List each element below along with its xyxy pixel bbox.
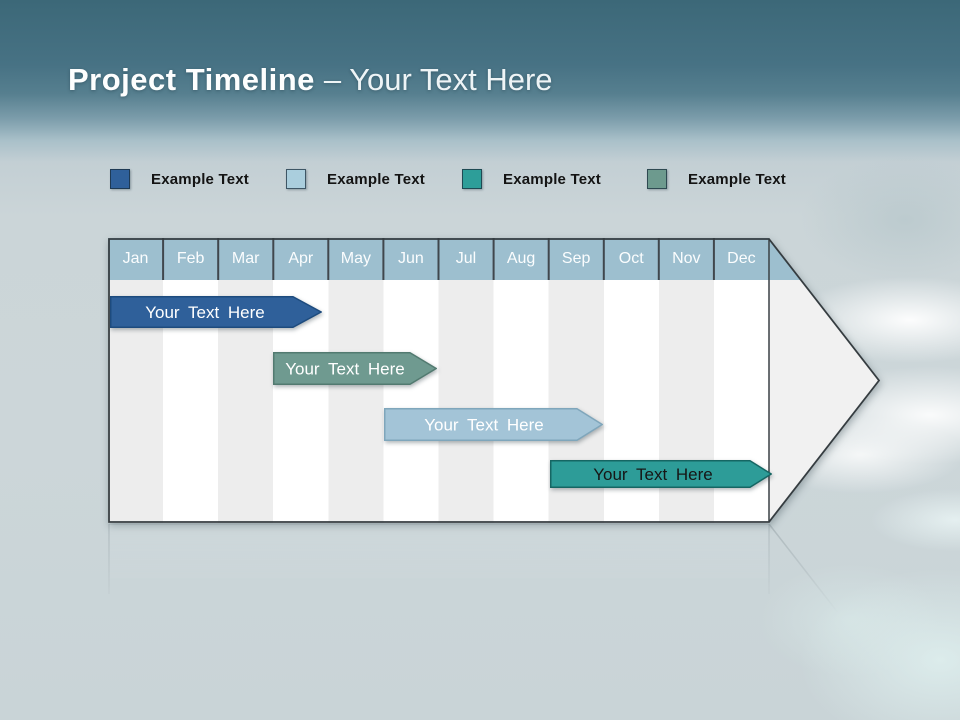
legend-item-1: Example Text: [110, 168, 249, 190]
task-bar-4: Your Text Here: [550, 460, 772, 488]
title-main: Project Timeline: [68, 62, 315, 97]
task-bar-1: Your Text Here: [110, 296, 322, 328]
month-cell-aug: Aug: [506, 250, 536, 267]
title-placeholder: – Your Text Here: [323, 62, 553, 97]
month-cell-apr: Apr: [288, 250, 314, 267]
legend-swatch-lightblue: [286, 169, 306, 189]
month-cell-oct: Oct: [618, 250, 644, 267]
month-cell-dec: Dec: [727, 250, 756, 267]
task-bar-3: Your Text Here: [384, 408, 603, 441]
month-cell-jun: Jun: [398, 250, 424, 267]
month-cell-jan: Jan: [122, 250, 149, 267]
month-cell-nov: Nov: [672, 250, 701, 267]
legend-label: Example Text: [327, 170, 425, 188]
timeline-arrow-shape: Jan Feb Mar Apr May Jun Jul Aug Sep Oct …: [108, 238, 881, 523]
task-bar-4-label: Your Text Here: [593, 465, 713, 484]
month-cell-feb: Feb: [176, 250, 205, 267]
task-bar-3-label: Your Text Here: [424, 416, 544, 435]
legend-swatch-sage: [647, 169, 667, 189]
legend-item-4: Example Text: [647, 168, 786, 190]
legend-item-3: Example Text: [462, 168, 601, 190]
month-cell-jul: Jul: [455, 250, 477, 267]
page-title: Project Timeline– Your Text Here: [68, 62, 553, 98]
legend-label: Example Text: [503, 170, 601, 188]
timeline-clip: Jan Feb Mar Apr May Jun Jul Aug Sep Oct …: [108, 238, 880, 523]
task-bar-2: Your Text Here: [273, 352, 437, 385]
month-cell-mar: Mar: [231, 250, 260, 267]
legend-swatch-teal: [462, 169, 482, 189]
legend-swatch-darkblue: [110, 169, 130, 189]
task-bar-2-label: Your Text Here: [285, 360, 405, 379]
task-bar-1-label: Your Text Here: [145, 303, 265, 322]
legend-label: Example Text: [688, 170, 786, 188]
month-cell-may: May: [340, 250, 371, 267]
month-cell-sep: Sep: [561, 250, 591, 267]
month-header-row: Jan Feb Mar Apr May Jun Jul Aug Sep Oct …: [108, 238, 769, 280]
legend-label: Example Text: [151, 170, 249, 188]
legend-item-2: Example Text: [286, 168, 425, 190]
